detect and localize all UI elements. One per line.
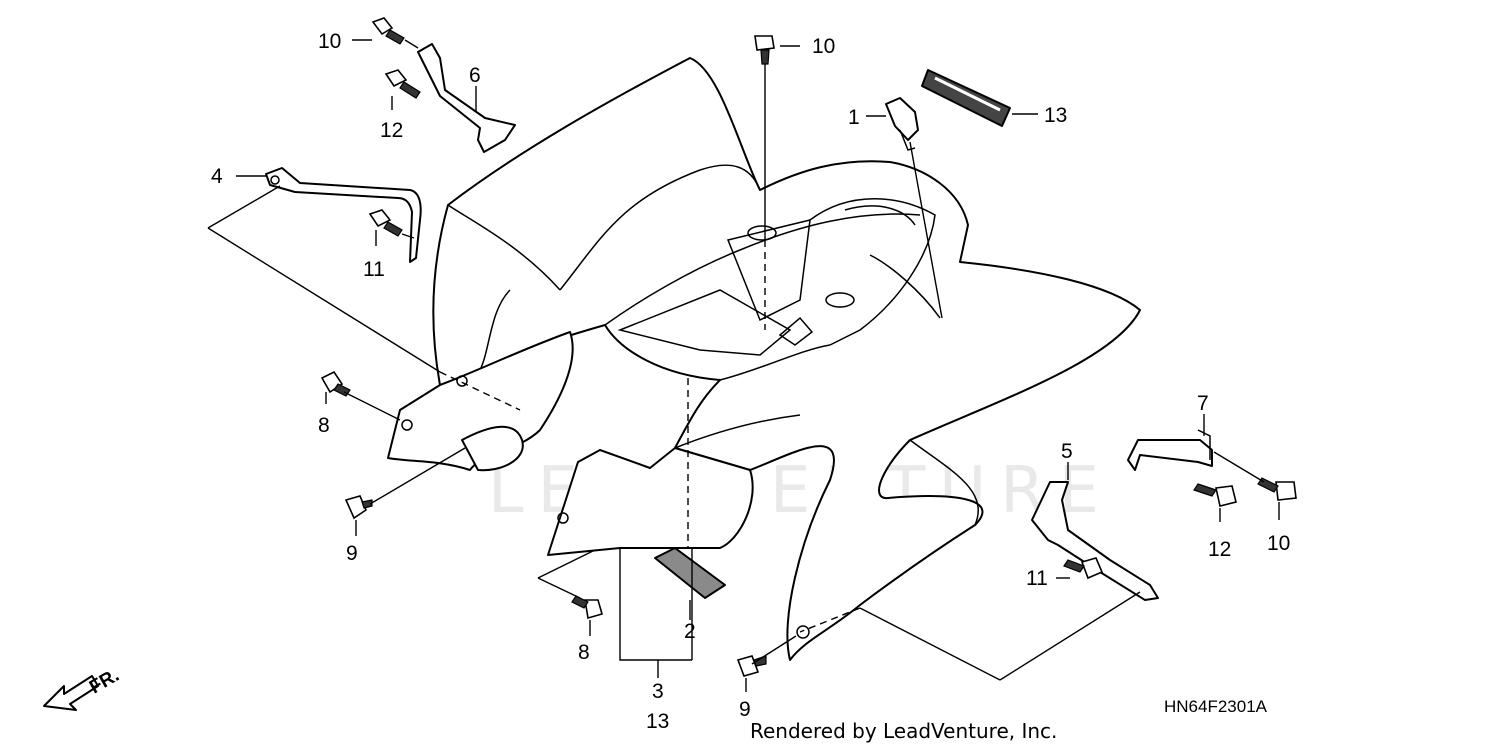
right-mudguard-flap[interactable]: [547, 447, 810, 639]
callouts: 10 6 12 4 11 8 9 10 1 13 7 5 12 10 11 2 …: [211, 30, 1290, 733]
bolt-11-right[interactable]: [1063, 557, 1104, 580]
callout-1[interactable]: 1: [848, 106, 860, 129]
callout-4[interactable]: 4: [211, 165, 223, 188]
callout-9[interactable]: 9: [346, 542, 358, 565]
callout-11[interactable]: 11: [363, 258, 385, 281]
callout-9[interactable]: 9: [739, 698, 751, 721]
callout-12[interactable]: 12: [380, 119, 403, 142]
callout-13[interactable]: 13: [646, 710, 669, 733]
callout-10[interactable]: 10: [812, 35, 835, 58]
clip[interactable]: [885, 97, 919, 151]
front-arrow-label: FR.: [86, 665, 123, 698]
bolt-10-top-center[interactable]: [754, 35, 775, 65]
callout-6[interactable]: 6: [469, 64, 481, 87]
callout-11[interactable]: 11: [1026, 567, 1048, 590]
bolt-12-right[interactable]: [1193, 483, 1237, 507]
leader-lines: [207, 39, 1280, 692]
render-credit: Rendered by LeadVenture, Inc.: [750, 719, 1057, 743]
stay-bracket-6[interactable]: [417, 43, 516, 153]
bolt-10-right[interactable]: [1257, 477, 1297, 501]
callout-13[interactable]: 13: [1044, 104, 1067, 127]
callout-7[interactable]: 7: [1197, 392, 1209, 415]
callout-3[interactable]: 3: [652, 680, 664, 703]
callout-8[interactable]: 8: [578, 641, 590, 664]
callout-5[interactable]: 5: [1061, 440, 1073, 463]
bolt-10-top-left[interactable]: [371, 17, 405, 45]
rivet-9-left[interactable]: [344, 495, 373, 520]
rear-fender[interactable]: [432, 57, 1141, 661]
diagram-code: HN64F2301A: [1164, 697, 1268, 716]
front-direction-arrow: FR.: [43, 665, 123, 711]
bolt-11-left[interactable]: [368, 209, 403, 237]
left-mudguard-flap[interactable]: [387, 331, 574, 472]
callout-10[interactable]: 10: [318, 30, 341, 53]
stay-bracket-4[interactable]: [265, 167, 422, 263]
callout-12[interactable]: 12: [1208, 538, 1231, 561]
screw-8-center[interactable]: [571, 595, 603, 620]
bolt-12-top-left[interactable]: [384, 69, 421, 99]
rivet-9-center[interactable]: [736, 655, 767, 677]
callout-10[interactable]: 10: [1267, 532, 1290, 555]
stay-bracket-7[interactable]: [1127, 429, 1213, 471]
stay-bracket-5[interactable]: [1031, 481, 1159, 601]
callout-2[interactable]: 2: [684, 620, 696, 643]
callout-8[interactable]: 8: [318, 414, 330, 437]
seal-pad[interactable]: [654, 547, 726, 599]
emblem[interactable]: [921, 69, 1011, 127]
